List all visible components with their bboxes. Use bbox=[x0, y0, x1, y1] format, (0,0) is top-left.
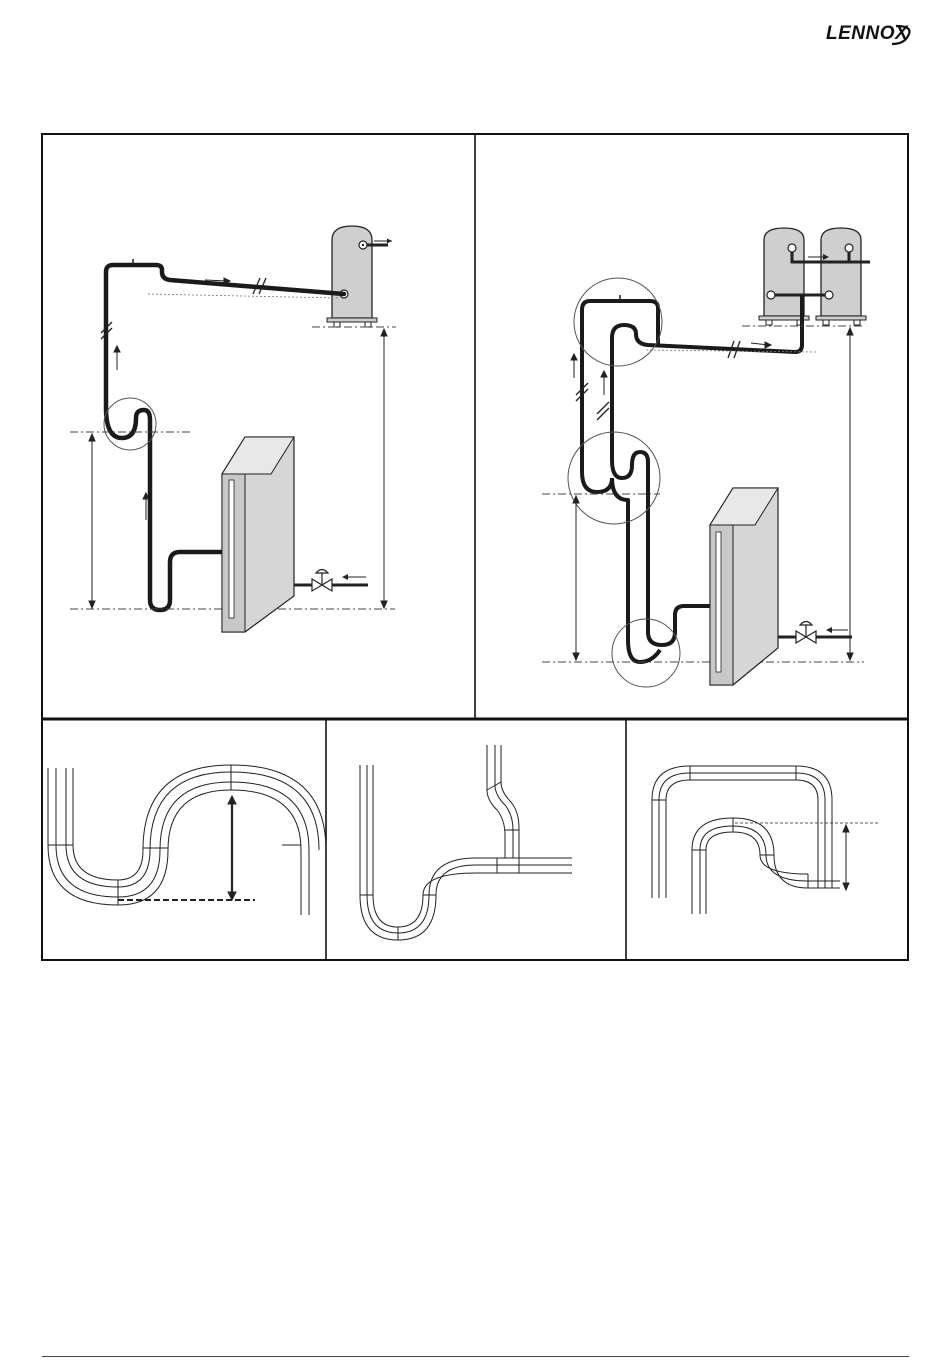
panel-branch-detail bbox=[360, 745, 572, 940]
evaporator-coil-tandem bbox=[710, 488, 778, 685]
expansion-valve-icon-tandem bbox=[778, 622, 852, 644]
expansion-valve-icon bbox=[294, 570, 368, 592]
panel-single-compressor bbox=[70, 226, 396, 632]
panel-tandem-compressor bbox=[542, 228, 870, 687]
compressor-single bbox=[327, 226, 392, 327]
compressor-tandem bbox=[759, 228, 870, 352]
panel-oil-trap-detail bbox=[48, 765, 326, 915]
footer-rule bbox=[42, 1356, 909, 1357]
evaporator-coil bbox=[222, 437, 294, 632]
panel-inverted-loop-detail bbox=[652, 766, 880, 914]
